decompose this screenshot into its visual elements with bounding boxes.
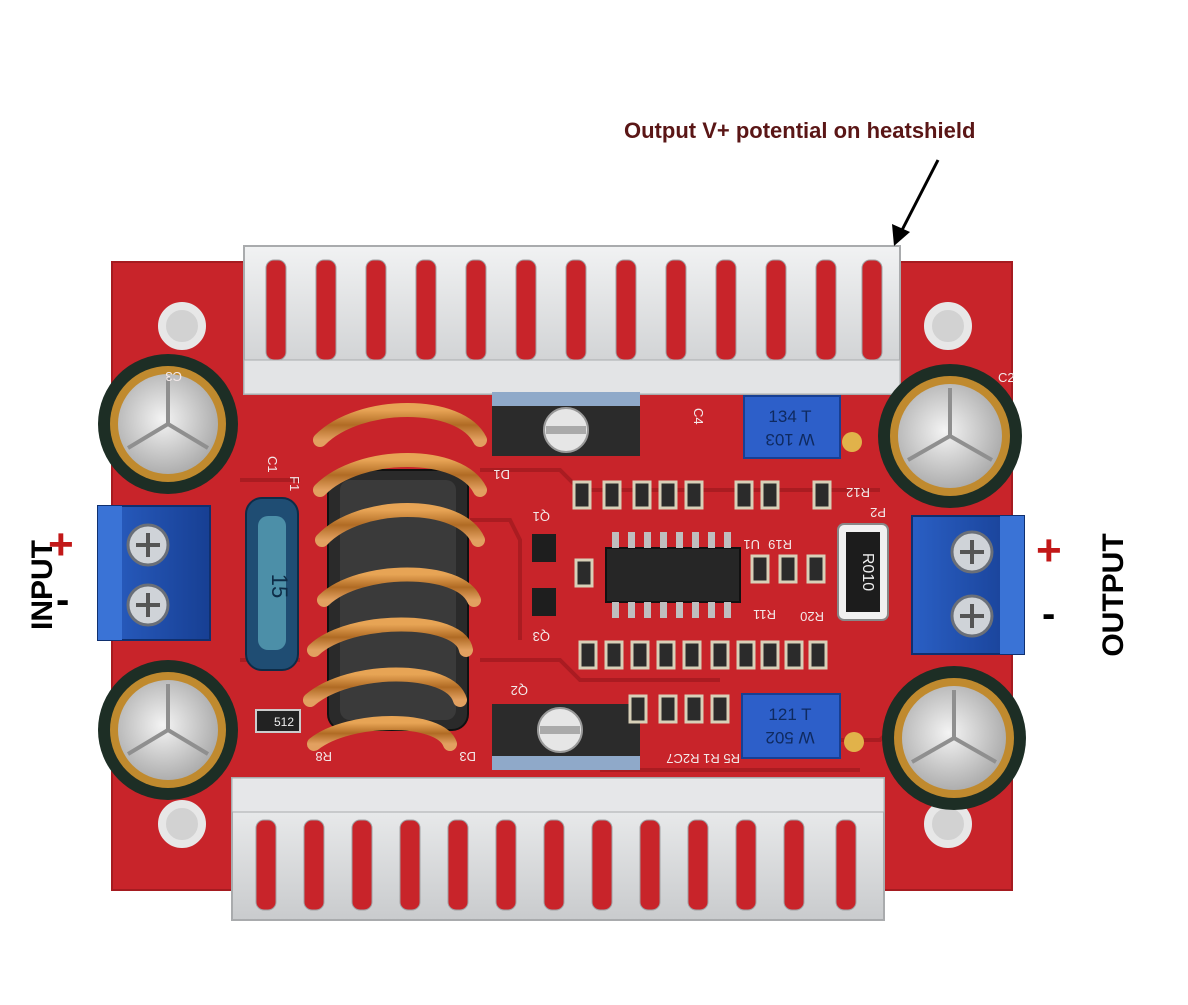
ref-r12: R12: [846, 485, 870, 500]
fuse: 15: [245, 497, 299, 671]
pot-top-marking-1: 134 T: [768, 407, 811, 426]
ref-d3: D3: [459, 749, 476, 764]
capacitor-c3: [878, 364, 1022, 508]
output-label: OUTPUT: [1097, 533, 1130, 657]
transistors: [532, 534, 556, 616]
pot-bottom-marking-2: W 502: [765, 728, 814, 747]
diode-marking: 512: [274, 715, 294, 729]
smd-resistors: [572, 480, 832, 724]
ref-r19: R19: [768, 537, 792, 552]
ref-r20: R20: [800, 609, 824, 624]
ref-q2: Q2: [511, 683, 528, 698]
mosfet-top: [492, 392, 640, 456]
ref-c3: C3: [165, 369, 182, 384]
ref-f1: F1: [287, 476, 302, 491]
output-plus-sign: +: [1036, 526, 1062, 575]
ref-p2: P2: [870, 505, 886, 520]
capacitor-c1: [98, 354, 238, 494]
mounting-hole-bl: [158, 800, 206, 848]
capacitor-c2: [98, 660, 238, 800]
silkscreen-labels: C1 F1 D1 C4 Q1 Q3 Q2 U1 R19 R11 R20 R12 …: [165, 369, 1014, 766]
bottom-heatsink: [231, 777, 885, 921]
diode: 512: [255, 709, 301, 733]
pot-top-marking-2: W 103: [765, 430, 814, 449]
mounting-hole-br: [924, 800, 972, 848]
fuse-marking: 15: [267, 574, 292, 598]
top-heatsink: [243, 245, 901, 395]
mosfet-bottom: [492, 704, 640, 770]
ref-d1: D1: [493, 467, 510, 482]
heatshield-annotation: Output V+ potential on heatshield: [624, 118, 976, 143]
output-terminal-block: [911, 515, 1025, 655]
ref-q1: Q1: [533, 509, 550, 524]
capacitor-c4: [882, 666, 1026, 810]
annotation-arrow: [892, 159, 940, 246]
ref-r8: R8: [315, 749, 332, 764]
ref-c2: C2: [998, 370, 1015, 385]
ref-r11: R11: [753, 607, 776, 622]
mounting-hole-tl: [158, 302, 206, 350]
input-terminal-block: [97, 505, 211, 641]
mounting-hole-tr: [924, 302, 972, 350]
shunt-marking: R010: [859, 553, 876, 591]
potentiometer-bottom: 121 T W 502: [741, 693, 864, 759]
ref-c1: C1: [265, 456, 280, 473]
potentiometer-top: 134 T W 103: [743, 395, 862, 459]
input-minus-sign: -: [56, 578, 70, 622]
output-minus-sign: -: [1042, 592, 1056, 636]
input-plus-sign: +: [48, 520, 74, 569]
ref-u1: U1: [743, 537, 760, 552]
ref-q3: Q3: [533, 629, 550, 644]
ref-r5: R5 R1 R2C7: [666, 751, 740, 766]
pot-bottom-marking-1: 121 T: [768, 705, 811, 724]
ref-c4: C4: [691, 408, 706, 425]
inductor: [303, 403, 487, 751]
shunt-resistor: R010: [837, 523, 889, 621]
controller-ic: [605, 532, 741, 618]
